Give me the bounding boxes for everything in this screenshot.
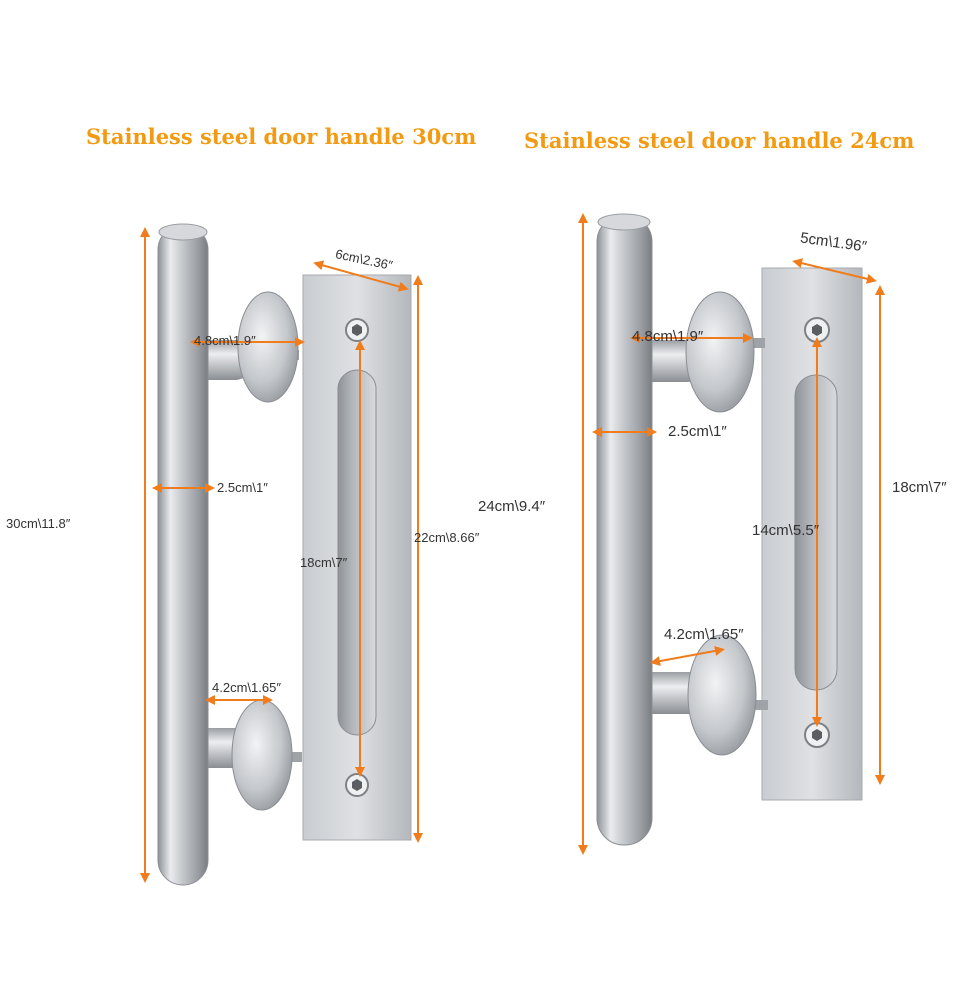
right-standoff-bottom-line: [650, 645, 725, 667]
right-standoff-bottom-label: 4.2cm\1.65″: [664, 626, 744, 643]
left-plate-width-line: [313, 260, 409, 292]
left-bar-diameter-label: 2.5cm\1″: [217, 480, 268, 495]
left-handle-bar: [157, 224, 209, 886]
right-standoff-top-disc: [685, 291, 755, 413]
right-product-title: Stainless steel door handle 24cm: [524, 128, 915, 153]
right-hole-spacing-label: 14cm\5.5″: [752, 522, 820, 539]
right-plate-width-line: [792, 258, 877, 284]
left-hole-spacing-label: 18cm\7″: [300, 555, 348, 570]
left-total-length-label: 30cm\11.8″: [6, 516, 71, 531]
right-handle: [596, 213, 863, 846]
right-plate-length-label: 18cm\7″: [892, 479, 947, 496]
right-standoff-bottom-disc: [687, 634, 757, 756]
left-handle: [157, 223, 412, 886]
left-standoff-bottom-label: 4.2cm\1.65″: [212, 680, 281, 695]
right-standoff-top-label: 4.8cm\1.9″: [632, 328, 704, 345]
left-standoff-bottom-disc: [231, 699, 293, 811]
dimension-lines: [140, 213, 885, 883]
left-standoff-top-label: 4.8cm\1.9″: [194, 333, 256, 348]
right-bar-diameter-label: 2.5cm\1″: [668, 423, 727, 440]
right-total-length-label: 24cm\9.4″: [478, 498, 546, 515]
left-product-title: Stainless steel door handle 30cm: [86, 124, 477, 149]
left-standoff-top-disc: [237, 291, 299, 403]
left-plate-slot: [337, 369, 377, 736]
left-plate-length-label: 22cm\8.66″: [414, 530, 480, 545]
right-handle-bar: [596, 214, 653, 846]
